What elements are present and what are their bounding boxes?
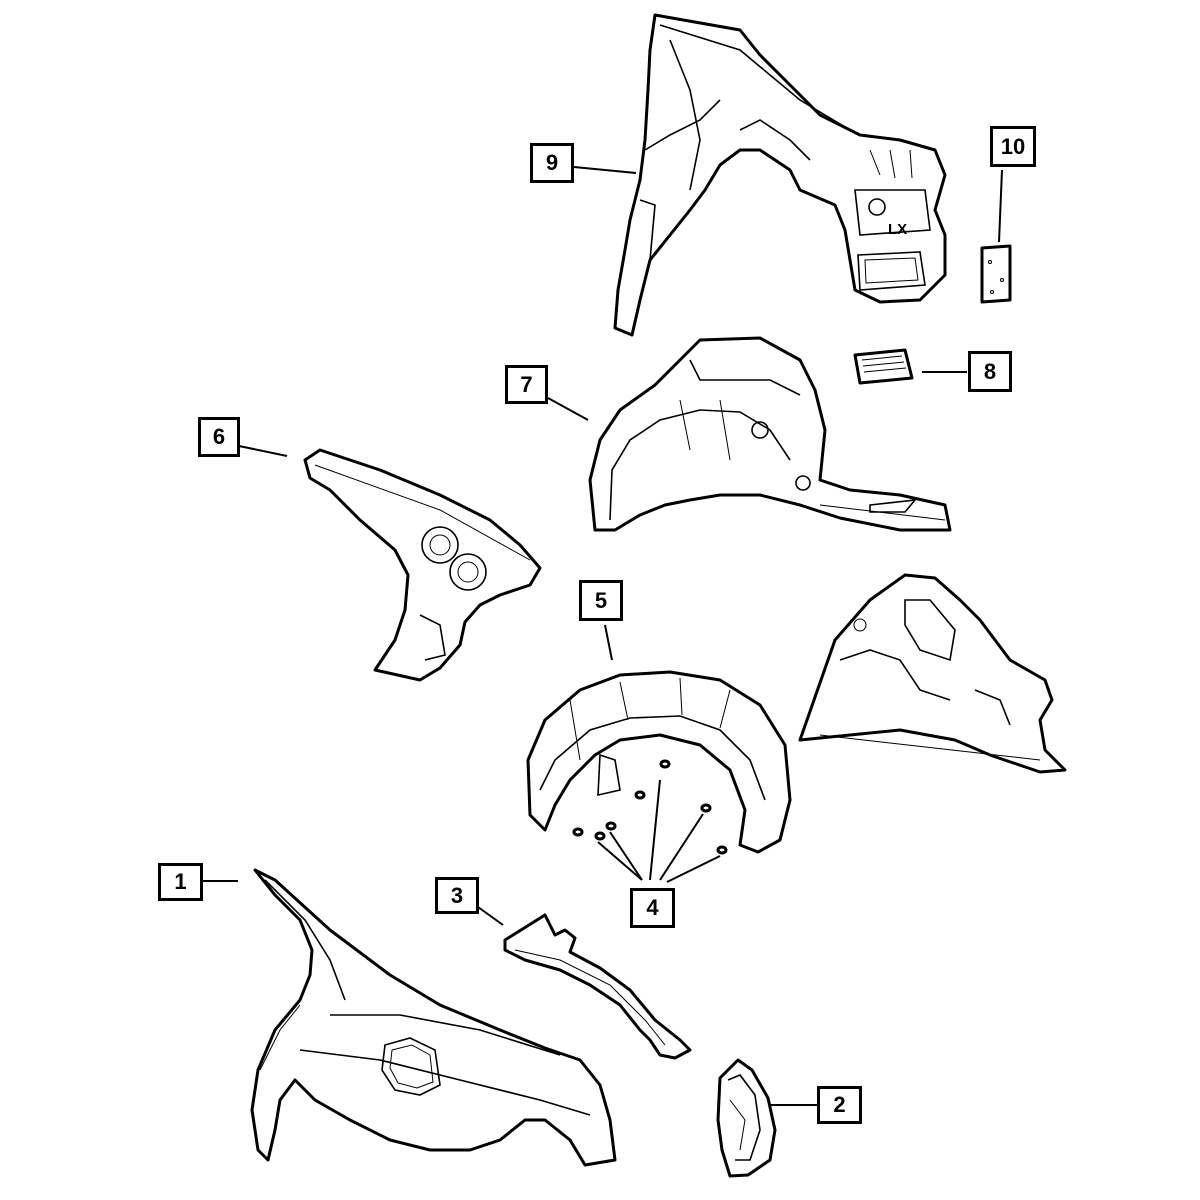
callout-3-label: 3 bbox=[450, 882, 464, 908]
callout-4-label: 4 bbox=[646, 895, 659, 920]
part-2-taillamp-pocket[interactable] bbox=[716, 1058, 777, 1178]
leader-10 bbox=[998, 169, 1003, 243]
callout-7[interactable]: 7 bbox=[505, 365, 548, 404]
callout-5-label: 5 bbox=[594, 587, 608, 613]
callout-6[interactable]: 6 bbox=[198, 417, 240, 457]
callout-4[interactable]: 4 bbox=[630, 888, 675, 928]
callout-10[interactable]: 10 bbox=[990, 126, 1036, 167]
part-10-plate[interactable] bbox=[980, 244, 1012, 304]
callout-8-label: 8 bbox=[983, 358, 997, 384]
leader-9 bbox=[573, 166, 637, 174]
leader-7 bbox=[547, 397, 589, 421]
callout-8[interactable]: 8 bbox=[968, 351, 1012, 392]
leader-6 bbox=[238, 445, 288, 457]
part-marking-lx: LX bbox=[888, 221, 907, 238]
callout-9-label: 9 bbox=[545, 150, 559, 175]
part-3-extension[interactable] bbox=[503, 913, 692, 1060]
part-1-quarter-panel[interactable] bbox=[250, 868, 617, 1167]
part-9-inner-quarter-panel[interactable]: LX bbox=[613, 13, 947, 337]
leader-5 bbox=[604, 624, 613, 661]
callout-1-label: 1 bbox=[174, 869, 187, 894]
part-8-vent[interactable] bbox=[853, 348, 914, 385]
part-5-wheelhouse-liner[interactable] bbox=[526, 670, 792, 854]
callout-10-label: 10 bbox=[1000, 133, 1026, 159]
callout-2-label: 2 bbox=[833, 1092, 846, 1117]
part-4-fasteners[interactable] bbox=[572, 759, 728, 883]
callout-3[interactable]: 3 bbox=[435, 877, 479, 914]
callout-2[interactable]: 2 bbox=[817, 1086, 862, 1124]
part-inner-quarter-panel-right[interactable] bbox=[798, 573, 1067, 774]
part-6-pillar-reinforcement[interactable] bbox=[303, 448, 542, 682]
leader-3 bbox=[477, 906, 504, 926]
callout-9[interactable]: 9 bbox=[530, 143, 574, 183]
callout-5[interactable]: 5 bbox=[579, 580, 623, 621]
part-7-wheelhouse[interactable] bbox=[588, 336, 952, 532]
callout-6-label: 6 bbox=[212, 424, 226, 449]
callout-7-label: 7 bbox=[520, 371, 533, 397]
callout-1[interactable]: 1 bbox=[158, 863, 203, 901]
